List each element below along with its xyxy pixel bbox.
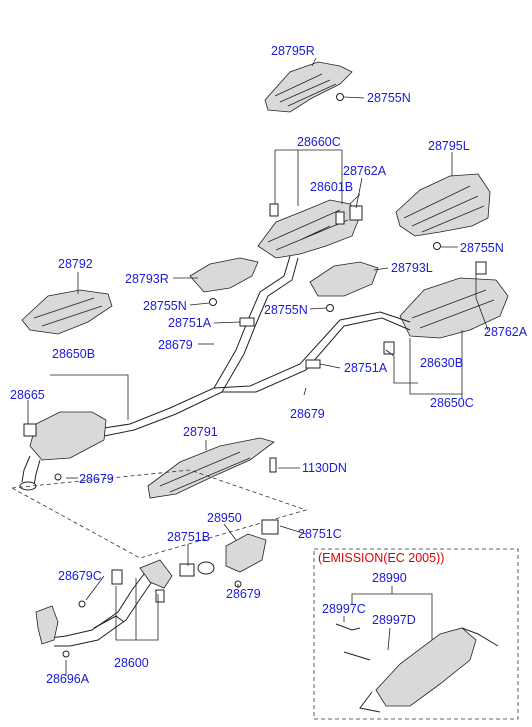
bolt-28679-b[interactable] [54,473,62,481]
gasket-28751A-left[interactable] [239,317,255,327]
front-pipe-28600[interactable] [35,559,173,647]
label-28762A-top[interactable]: 28762A [343,164,387,178]
label-28795R[interactable]: 28795R [271,44,315,58]
nut-28755N-mid[interactable] [326,304,334,312]
label-28665[interactable]: 28665 [10,388,45,402]
heat-shield-28795R[interactable] [264,61,353,113]
label-28679-d[interactable]: 28679 [226,587,261,601]
label-28795L[interactable]: 28795L [428,139,470,153]
label-28792[interactable]: 28792 [58,257,93,271]
rear-muffler-28650C[interactable] [383,261,509,355]
label-28793R[interactable]: 28793R [125,272,169,286]
label-28950[interactable]: 28950 [207,511,242,525]
label-28660C[interactable]: 28660C [297,135,341,149]
label-28751A-right[interactable]: 28751A [344,361,388,375]
emission-box [313,548,519,720]
front-muffler-28601B[interactable] [257,199,363,259]
label-28601B[interactable]: 28601B [310,180,353,194]
heat-shield-28795L[interactable] [395,173,491,237]
nut-28755N-top[interactable] [336,93,344,101]
label-28793L[interactable]: 28793L [391,261,433,275]
bolt-28696A[interactable] [62,650,70,658]
hanger-28630B[interactable] [383,341,395,355]
bracket-28762A[interactable] [269,203,279,217]
label-28650B[interactable]: 28650B [52,347,95,361]
label-28679C[interactable]: 28679C [58,569,102,583]
label-28679-c[interactable]: 28679 [290,407,325,421]
gasket-28751B[interactable] [179,563,195,577]
label-28997D[interactable]: 28997D [372,613,416,627]
label-28997C[interactable]: 28997C [322,602,366,616]
label-28679-a[interactable]: 28679 [158,338,193,352]
label-28679-b[interactable]: 28679 [79,472,114,486]
heat-shield-28791[interactable] [147,437,275,499]
emission-filter-28990[interactable] [335,623,499,713]
label-28755N-mid[interactable]: 28755N [264,303,308,317]
label-28755N-right[interactable]: 28755N [460,241,504,255]
part-labels: 28795R 28755N 28660C 28795L 28762A 28601… [10,44,528,686]
heat-shield-28793L[interactable] [309,261,379,297]
gasket-28751A-right[interactable] [305,359,321,369]
nut-28755N-left[interactable] [209,298,217,306]
nut-28755N-right[interactable] [433,242,441,250]
label-28751B[interactable]: 28751B [167,530,210,544]
label-28696A[interactable]: 28696A [46,672,90,686]
part-drawings [10,61,519,720]
label-1130DN[interactable]: 1130DN [302,461,347,475]
label-28791[interactable]: 28791 [183,425,218,439]
bolt-28679C[interactable] [78,600,86,608]
heat-shield-28793R[interactable] [189,257,259,293]
label-28755N-top[interactable]: 28755N [367,91,411,105]
label-28630B[interactable]: 28630B [420,356,463,370]
label-28755N-left[interactable]: 28755N [143,299,187,313]
label-28600[interactable]: 28600 [114,656,149,670]
label-28762A-right[interactable]: 28762A [484,325,528,339]
hanger-28665[interactable] [23,423,37,437]
catalytic-converter-28950[interactable] [179,519,279,588]
bolt-1130DN[interactable] [269,457,277,473]
center-muffler-28650B[interactable] [19,411,107,491]
leader-lines [27,57,489,676]
hanger-28762A[interactable] [475,261,487,275]
label-28990[interactable]: 28990 [372,571,407,585]
heat-shield-28792[interactable] [21,289,113,335]
label-28650C[interactable]: 28650C [430,396,474,410]
emission-title: (EMISSION(EC 2005)) [318,551,444,565]
gasket-28751C[interactable] [261,519,279,535]
label-28751A-left[interactable]: 28751A [168,316,212,330]
label-28751C[interactable]: 28751C [298,527,342,541]
